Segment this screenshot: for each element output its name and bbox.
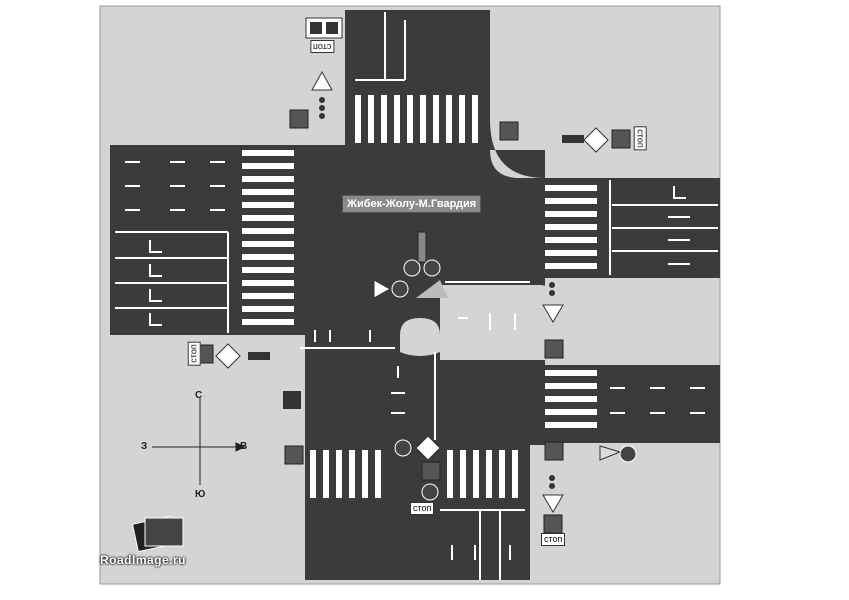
intersection-name-label: Жибек-Жолу-М.Гвардия [342,195,482,213]
curb-corners [270,110,545,380]
compass-south-label: Ю [195,489,206,500]
compass-east-label: В [240,441,248,452]
road-arrows [149,186,690,560]
compass-north-label: С [195,390,203,401]
stop-label-south-center: стоп [410,502,435,515]
crosswalk-east-top [545,185,597,269]
crosswalk-west [242,150,294,325]
stop-label-east: стоп [633,126,647,151]
stop-label-south-east: стоп [541,533,566,546]
crosswalk-south-right [447,450,518,498]
crosswalk-south-left [310,450,381,498]
roadimage-logo-text: RoadImage.ru [100,553,187,567]
crosswalk-north [355,95,478,143]
compass-west-label: З [141,441,148,452]
stop-label-north: стоп [310,40,335,53]
lane-markings [115,12,718,580]
compass-rose [152,398,246,485]
crosswalk-east-bottom [545,370,597,428]
stop-label-west: стоп [187,341,201,366]
roadimage-logo-graphic [131,515,184,553]
